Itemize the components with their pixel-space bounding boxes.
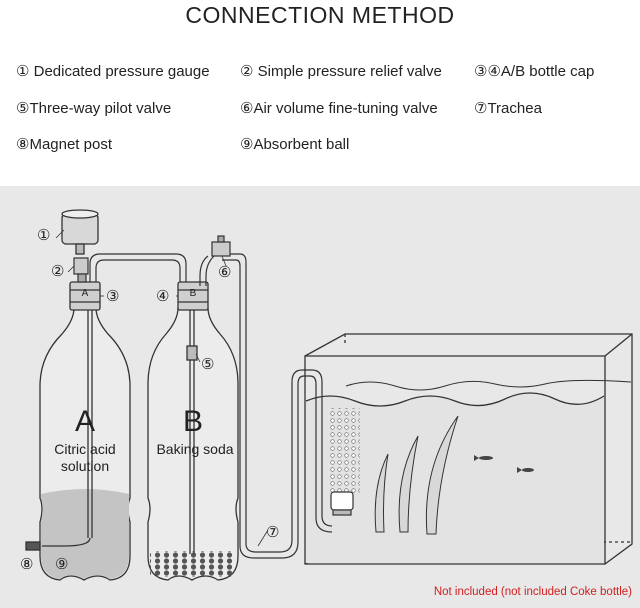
bottle-a-caption-line1: Citric acid bbox=[54, 441, 116, 457]
legend-item-trachea: ⑦Trachea bbox=[474, 100, 542, 117]
bottle-a bbox=[25, 281, 131, 581]
fine-tuning-valve bbox=[199, 235, 231, 286]
legend-item-pressure-gauge: ① Dedicated pressure gauge bbox=[16, 63, 210, 80]
legend-item-fine-tuning-valve: ⑥Air volume fine-tuning valve bbox=[240, 100, 438, 117]
callout-7: ⑦ bbox=[266, 524, 280, 541]
trachea-tube bbox=[222, 253, 333, 559]
callout-leaders bbox=[55, 229, 269, 547]
callout-6: ⑥ bbox=[218, 264, 232, 281]
diffuser bbox=[330, 491, 354, 516]
bottle-a-letter: A bbox=[74, 405, 95, 438]
ab-connecting-tube bbox=[89, 253, 187, 294]
pressure-gauge bbox=[61, 209, 99, 255]
fish bbox=[474, 455, 534, 473]
bottle-b-caption: Baking soda bbox=[156, 441, 234, 457]
callout-9: ⑨ bbox=[55, 556, 69, 573]
callout-5: ⑤ bbox=[201, 356, 215, 373]
legend-item-pilot-valve: ⑤Three-way pilot valve bbox=[16, 100, 172, 117]
legend-item-magnet-post: ⑧Magnet post bbox=[16, 136, 112, 153]
callout-8: ⑧ bbox=[20, 556, 34, 573]
bottle-a-caption-line2: solution bbox=[60, 458, 110, 474]
callout-3: ③ bbox=[106, 288, 120, 305]
legend-item-relief-valve: ② Simple pressure relief valve bbox=[240, 63, 442, 80]
legend-item-absorbent-ball: ⑨Absorbent ball bbox=[240, 136, 350, 153]
relief-valve bbox=[73, 257, 89, 283]
co2-setup-diagram bbox=[25, 209, 633, 581]
plants bbox=[374, 415, 459, 535]
page-title: CONNECTION METHOD bbox=[185, 2, 455, 28]
callout-1: ① bbox=[37, 227, 51, 244]
bottle-a-cap-letter: A bbox=[81, 288, 89, 299]
co2-bubbles bbox=[330, 408, 360, 493]
bottle-b bbox=[147, 281, 239, 581]
not-included-note: Not included (not included Coke bottle) bbox=[433, 586, 632, 598]
legend-item-bottle-cap: ③④A/B bottle cap bbox=[474, 63, 595, 80]
bottle-b-cap-letter: B bbox=[189, 288, 197, 299]
callout-4: ④ bbox=[156, 288, 170, 305]
callout-2: ② bbox=[51, 263, 65, 280]
bottle-b-letter: B bbox=[182, 405, 203, 438]
